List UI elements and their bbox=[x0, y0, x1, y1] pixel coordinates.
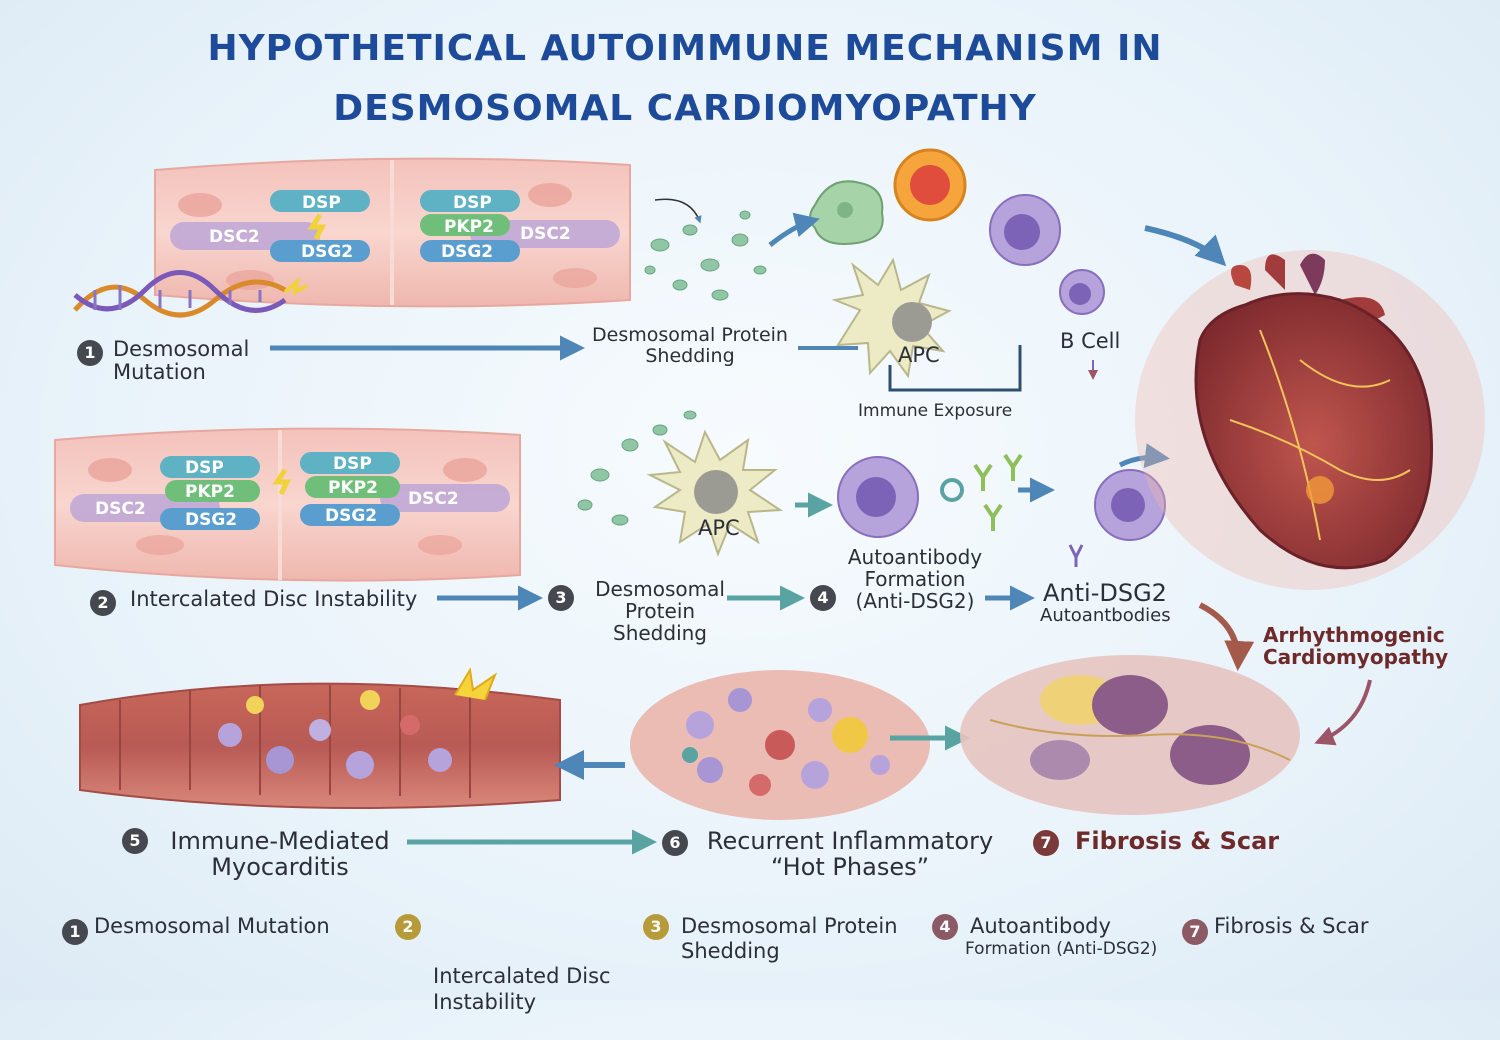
legend-text-2: Intercalated Disc Instability bbox=[433, 964, 611, 1014]
apc-top-label: APC bbox=[898, 343, 940, 367]
top-immune-cells bbox=[809, 148, 1105, 379]
legend-text-7: Fibrosis & Scar bbox=[1214, 914, 1369, 938]
protein-dsp-top-left: DSP bbox=[302, 193, 341, 213]
step-6-label: Recurrent Inflammatory “Hot Phases” bbox=[706, 827, 994, 882]
protein-dsc2-mid-right: DSC2 bbox=[408, 489, 459, 509]
middle-immune-cells bbox=[577, 410, 1166, 567]
legend-badge-1: 1 bbox=[62, 919, 88, 945]
protein-dsg2-top-right: DSG2 bbox=[441, 242, 494, 262]
legend-badge-4: 4 bbox=[932, 914, 958, 940]
protein-dsg2-mid-left: DSG2 bbox=[185, 510, 238, 530]
legend-badge-2: 2 bbox=[395, 914, 421, 940]
protein-dsc2-top-right: DSC2 bbox=[520, 224, 571, 244]
step-4-badge: 4 bbox=[810, 585, 836, 611]
legend-item-3: 3 Desmosomal Protein Shedding bbox=[643, 914, 898, 964]
autoantbodies-label: Autoantbodies bbox=[1040, 605, 1171, 626]
legend-text-3: Desmosomal Protein Shedding bbox=[681, 914, 898, 964]
legend-badge-7: 7 bbox=[1182, 919, 1208, 945]
legend-text-4: Autoantibody bbox=[970, 914, 1111, 938]
step-1-label: Desmosomal Mutation bbox=[113, 337, 250, 385]
legend-text-1: Desmosomal Mutation bbox=[94, 914, 330, 938]
step-1-badge: 1 bbox=[77, 340, 103, 366]
protein-dsp-mid-right: DSP bbox=[333, 454, 372, 474]
protein-dsp-top-right: DSP bbox=[453, 193, 492, 213]
protein-pkp2-mid-right: PKP2 bbox=[328, 478, 378, 498]
b-cell-label: B Cell bbox=[1060, 329, 1121, 353]
middle-tissue-strip bbox=[54, 427, 521, 582]
diagram-artwork bbox=[54, 148, 1485, 855]
step-4-label: Autoantibody Formation (Anti-DSG2) bbox=[847, 545, 983, 613]
protein-dsg2-mid-right: DSG2 bbox=[325, 506, 378, 526]
page-title-line2: DESMOSOMAL CARDIOMYOPATHY bbox=[333, 88, 1037, 129]
page-title-line1: HYPOTHETICAL AUTOIMMUNE MECHANISM IN bbox=[207, 28, 1163, 69]
hot-phases-tissue bbox=[630, 670, 930, 820]
step-6-badge: 6 bbox=[662, 830, 688, 856]
shed-particles-top bbox=[644, 210, 767, 301]
apc-mid-label: APC bbox=[698, 516, 740, 540]
top-tissue-strip bbox=[73, 157, 631, 318]
protein-pkp2-mid-left: PKP2 bbox=[185, 482, 235, 502]
step-5-badge: 5 bbox=[122, 828, 148, 854]
protein-dsp-mid-left: DSP bbox=[185, 458, 224, 478]
protein-pkp2-top: PKP2 bbox=[444, 217, 494, 237]
step-7-badge: 7 bbox=[1033, 830, 1059, 856]
step-2-label: Intercalated Disc Instability bbox=[130, 587, 418, 611]
step-7-label: Fibrosis & Scar bbox=[1075, 827, 1280, 855]
step-3-label: Desmosomal Protein Shedding bbox=[595, 577, 725, 645]
heart bbox=[1135, 250, 1485, 590]
protein-dsg2-top-left: DSG2 bbox=[301, 242, 354, 262]
myocarditis-tissue bbox=[79, 667, 561, 809]
immune-exposure-label: Immune Exposure bbox=[858, 401, 1013, 421]
anti-dsg2-label: Anti-DSG2 bbox=[1043, 579, 1167, 607]
legend-subtext-4: Formation (Anti-DSG2) bbox=[965, 939, 1158, 960]
step-3-badge: 3 bbox=[548, 585, 574, 611]
protein-dsc2-top-left: DSC2 bbox=[209, 227, 260, 247]
shedding-top-label: Desmosomal Protein Shedding bbox=[592, 324, 788, 367]
fibrosis-tissue bbox=[960, 655, 1300, 815]
step-2-badge: 2 bbox=[90, 590, 116, 616]
protein-dsc2-mid-left: DSC2 bbox=[95, 499, 146, 519]
legend-badge-3: 3 bbox=[643, 914, 669, 940]
arrhythmogenic-label: Arrhythmogenic Cardiomyopathy bbox=[1263, 623, 1449, 669]
step-5-label: Immune-Mediated Myocarditis bbox=[170, 827, 390, 882]
